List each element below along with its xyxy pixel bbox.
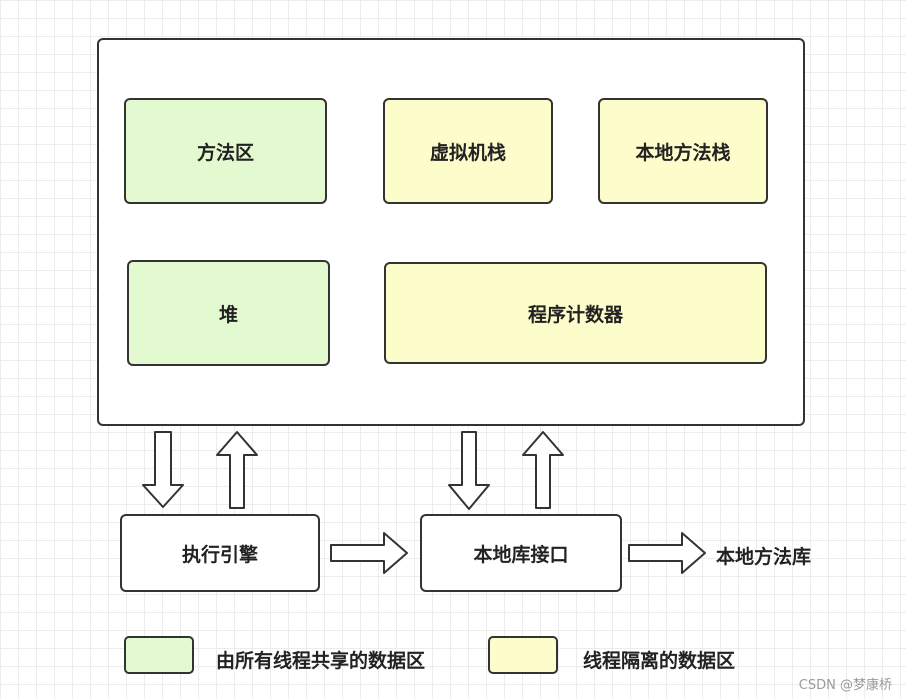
- up-arrow-icon: [522, 431, 564, 509]
- legend-shared-label: 由所有线程共享的数据区: [216, 650, 426, 672]
- right-arrow-icon: [628, 532, 706, 574]
- method-area-box: 方法区: [124, 98, 327, 204]
- heap-label: 堆: [218, 303, 238, 326]
- program-counter-box: 程序计数器: [384, 262, 767, 364]
- up-arrow-icon: [216, 431, 258, 509]
- native-method-stack-box: 本地方法栈: [598, 98, 768, 204]
- native-method-library-label: 本地方法库: [716, 546, 812, 568]
- down-arrow-icon: [448, 431, 490, 510]
- vm-stack-box: 虚拟机栈: [383, 98, 553, 204]
- watermark: CSDN @梦康桥: [798, 678, 892, 693]
- heap-box: 堆: [127, 260, 330, 366]
- vm-stack-label: 虚拟机栈: [429, 141, 506, 164]
- execution-engine-box: 执行引擎: [120, 514, 320, 592]
- legend-isolated-label: 线程隔离的数据区: [583, 650, 736, 672]
- right-arrow-icon: [330, 532, 408, 574]
- native-interface-box: 本地库接口: [420, 514, 622, 592]
- legend-isolated-swatch: [488, 636, 558, 674]
- down-arrow-icon: [142, 431, 184, 508]
- legend-shared-swatch: [124, 636, 194, 674]
- execution-engine-label: 执行引擎: [181, 543, 258, 566]
- native-interface-label: 本地库接口: [473, 543, 569, 566]
- native-method-stack-label: 本地方法栈: [635, 141, 731, 164]
- program-counter-label: 程序计数器: [527, 303, 623, 326]
- method-area-label: 方法区: [196, 141, 254, 164]
